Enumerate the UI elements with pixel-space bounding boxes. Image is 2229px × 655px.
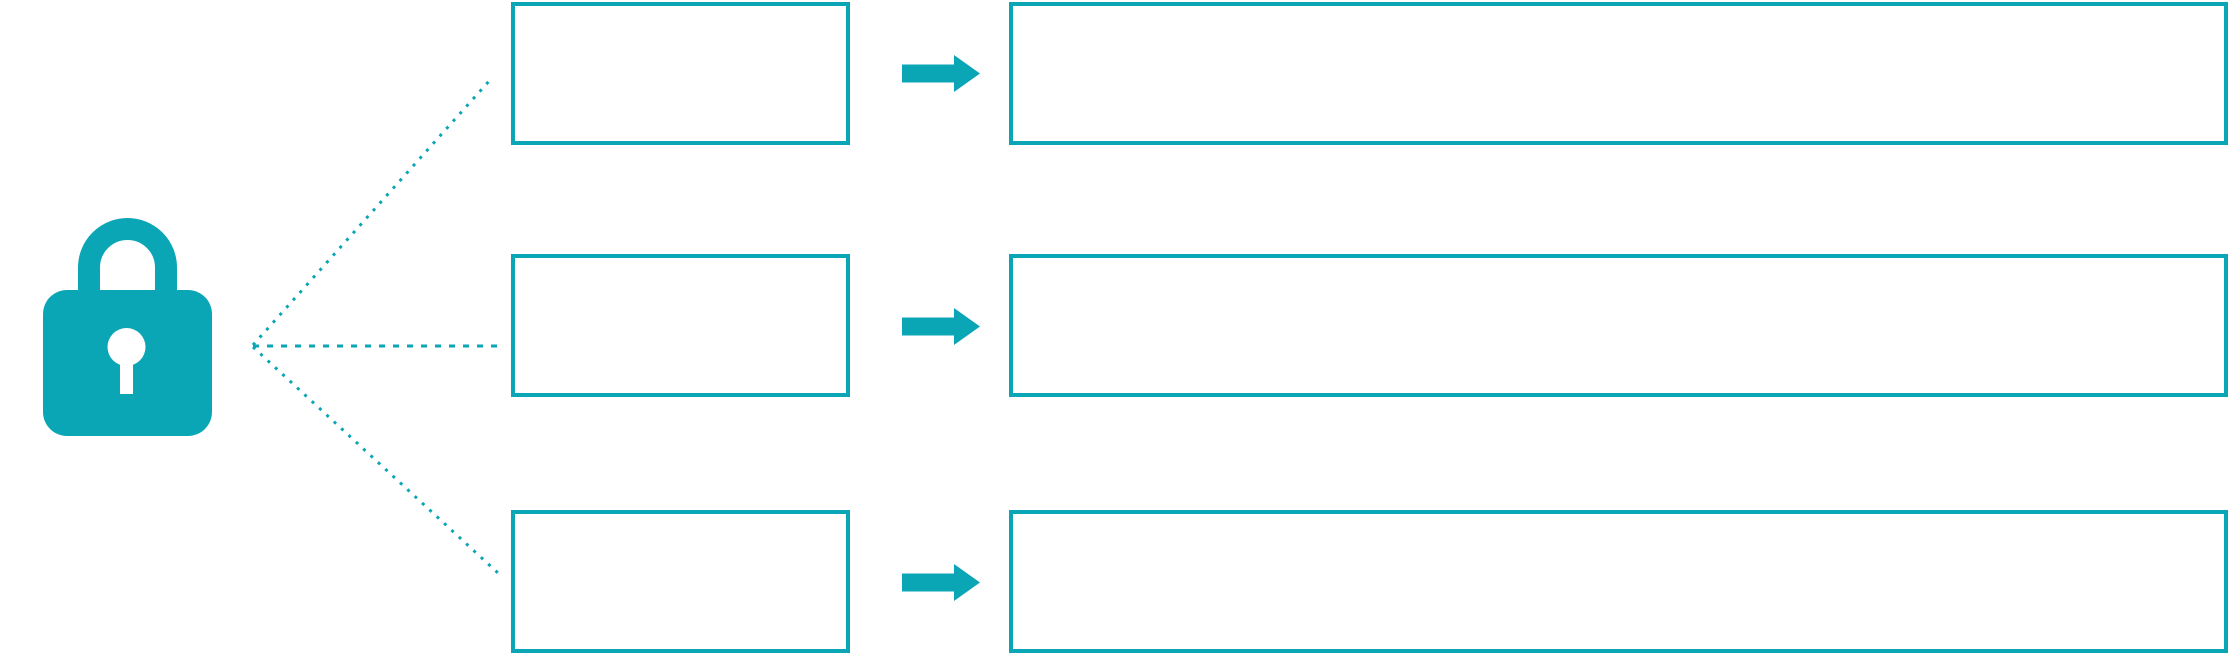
target-box-3 (1009, 510, 2228, 653)
arrow-right-icon (902, 564, 980, 601)
arrow-right-icon (902, 55, 980, 92)
lock-icon (43, 218, 212, 436)
connector-line-bottom (251, 345, 500, 575)
target-box-1 (1009, 2, 2228, 145)
source-box-1 (511, 2, 850, 145)
arrow-right-icon (902, 308, 980, 345)
target-box-2 (1009, 254, 2228, 397)
source-box-2 (511, 254, 850, 397)
connector-line-top (251, 79, 492, 346)
connector-lines (251, 79, 500, 575)
source-box-3 (511, 510, 850, 653)
lock-shackle (78, 218, 177, 296)
keyhole-stem (120, 347, 133, 394)
